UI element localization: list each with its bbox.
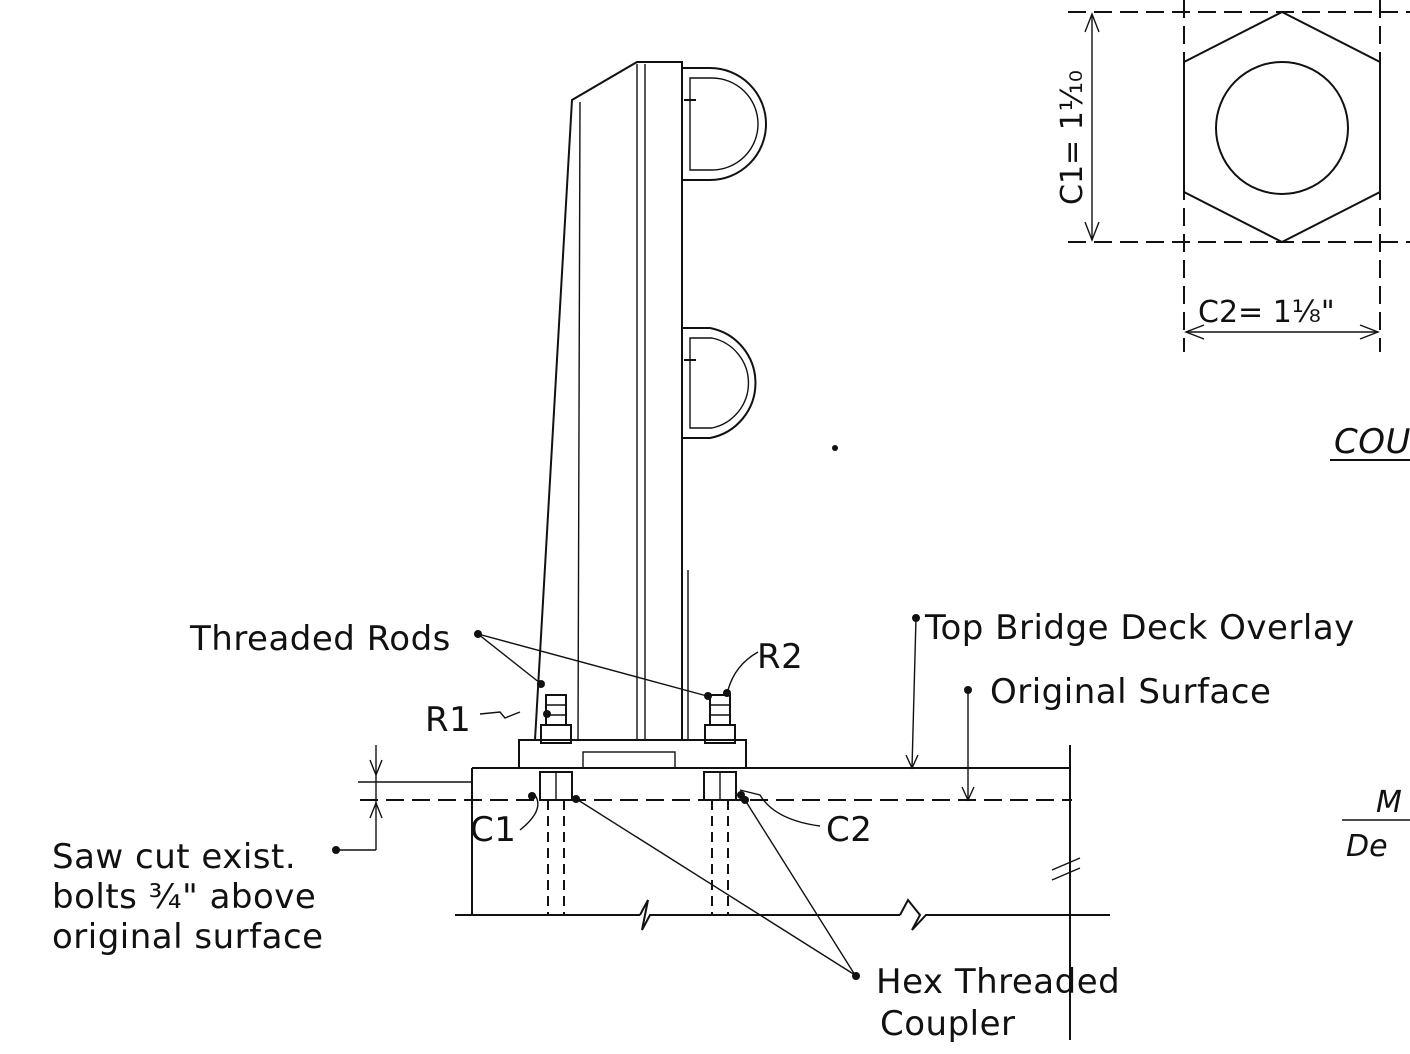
label-threaded-rods: Threaded Rods [189,619,451,659]
coupler-c1 [539,771,573,801]
label-c2: C2 [826,810,872,850]
threaded-rod-r1 [540,694,572,915]
label-hex-coupler-2: Coupler [880,1004,1016,1044]
label-saw-cut-2: bolts ¾" above [52,877,316,917]
label-original-surface: Original Surface [990,672,1271,712]
label-r1: R1 [425,700,471,740]
base-plate [518,739,747,769]
threaded-rod-r2 [704,694,736,915]
label-top-overlay: Top Bridge Deck Overlay [924,608,1355,648]
label-hex-coupler-1: Hex Threaded [876,962,1120,1002]
label-saw-cut-3: original surface [52,917,324,957]
coupler-detail [1068,0,1410,461]
dim-c1: C1= 1¹⁄₁₀ [1055,70,1090,205]
label-c1: C1 [470,810,516,850]
detail-title-fragment: COU [1334,422,1410,462]
leader-lines [332,445,975,980]
rail-tube-upper [682,67,767,181]
coupler-c2 [703,771,737,801]
label-saw-cut-1: Saw cut exist. [52,837,296,877]
bridge-deck [358,745,1110,1040]
rail-post [534,61,689,741]
right-fragment-2: De [1346,829,1388,864]
label-r2: R2 [757,637,803,677]
dim-c2: C2= 1⅛" [1198,295,1335,330]
rail-tube-lower [682,327,757,439]
right-fragment-1: M [1376,785,1402,820]
